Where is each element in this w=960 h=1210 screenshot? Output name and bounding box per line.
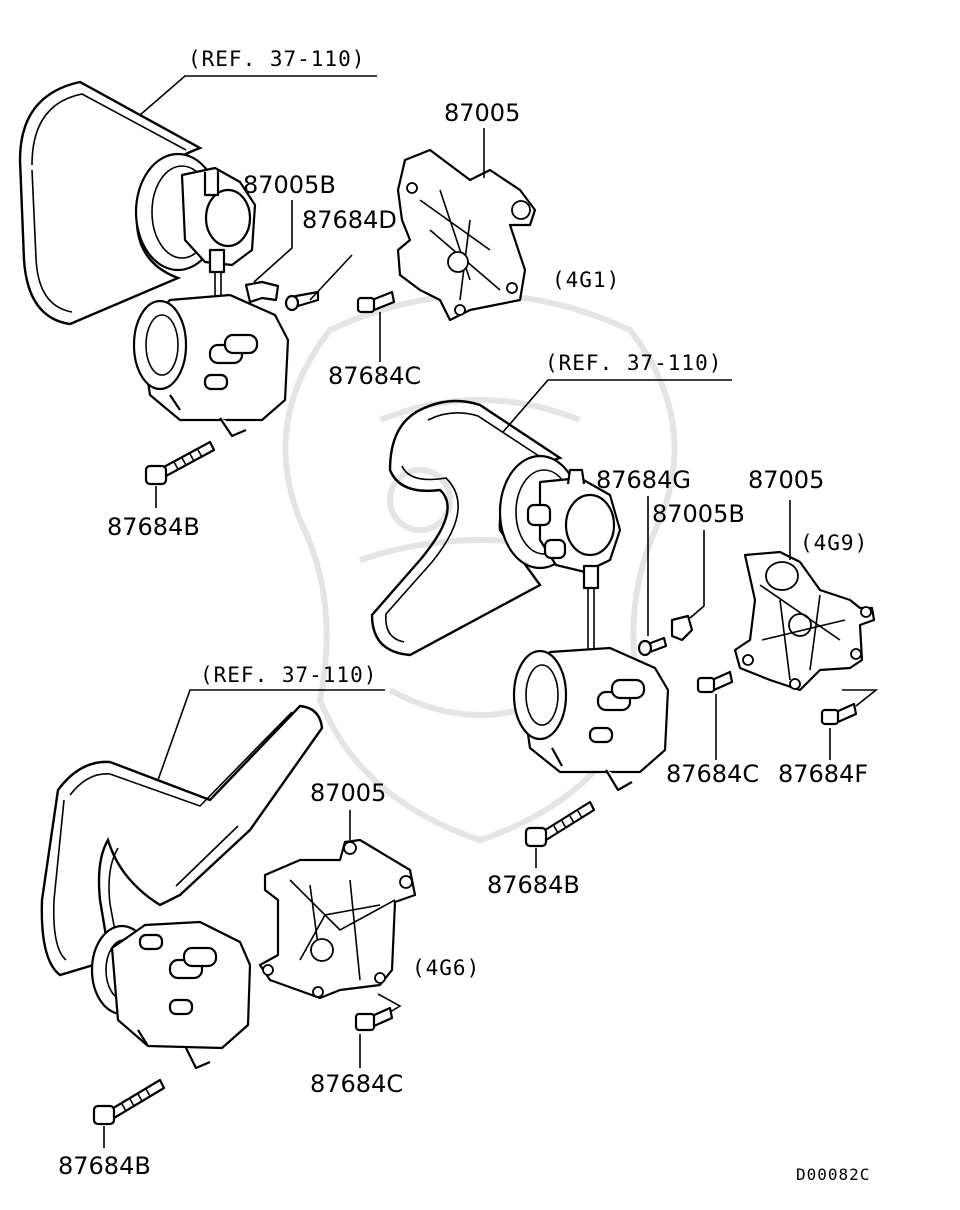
- bracket-87005-4g6: [258, 838, 417, 1000]
- part-label-87005b-4g9: 87005B: [652, 500, 745, 528]
- bolt-87684c-4g6: [354, 1006, 394, 1032]
- bolt-87684f-4g9: [820, 702, 858, 726]
- part-label-87684c-4g1: 87684C: [328, 362, 421, 390]
- engine-label-4g1: (4G1): [552, 268, 620, 292]
- engine-label-4g6: (4G6): [412, 956, 480, 980]
- bolt-87684c-4g1: [356, 290, 396, 314]
- part-label-87005-4g6: 87005: [310, 779, 386, 807]
- part-label-87005b-4g1: 87005B: [243, 171, 336, 199]
- part-label-87684b-4g6: 87684B: [58, 1152, 151, 1180]
- compressor-4g6: [110, 920, 252, 1050]
- ref-label-4g6: (REF. 37-110): [200, 663, 377, 687]
- group-4g6: [40, 689, 417, 1148]
- ref-label-4g1: (REF. 37-110): [188, 47, 365, 71]
- diagram-code: D00082C: [796, 1165, 870, 1184]
- part-label-87684d-4g1: 87684D: [302, 206, 397, 234]
- bolt-87684b-4g9: [524, 800, 596, 848]
- group-4g9: [370, 379, 879, 868]
- group-4g1: [18, 75, 537, 508]
- bolt-87684b-4g1: [144, 440, 216, 486]
- bolt-87684b-4g6: [92, 1078, 166, 1126]
- bracket-87005-4g1: [396, 148, 537, 322]
- part-label-87684c-4g9: 87684C: [666, 760, 759, 788]
- bolt-87684g-4g9: [637, 636, 668, 657]
- part-label-87684b-4g9: 87684B: [487, 871, 580, 899]
- ref-label-4g9: (REF. 37-110): [545, 351, 722, 375]
- drive-belt-4g6: [40, 704, 324, 977]
- part-label-87684b-4g1: 87684B: [107, 513, 200, 541]
- engine-label-4g9: (4G9): [800, 531, 868, 555]
- part-label-87684f-4g9: 87684F: [778, 760, 868, 788]
- bolt-87684c-4g9: [696, 670, 734, 694]
- part-label-87684c-4g6: 87684C: [310, 1070, 403, 1098]
- part-label-87005-4g9: 87005: [748, 466, 824, 494]
- part-label-87684g-4g9: 87684G: [596, 466, 691, 494]
- part-label-87005-4g1: 87005: [444, 99, 520, 127]
- bolt-87684d-4g1: [284, 290, 320, 312]
